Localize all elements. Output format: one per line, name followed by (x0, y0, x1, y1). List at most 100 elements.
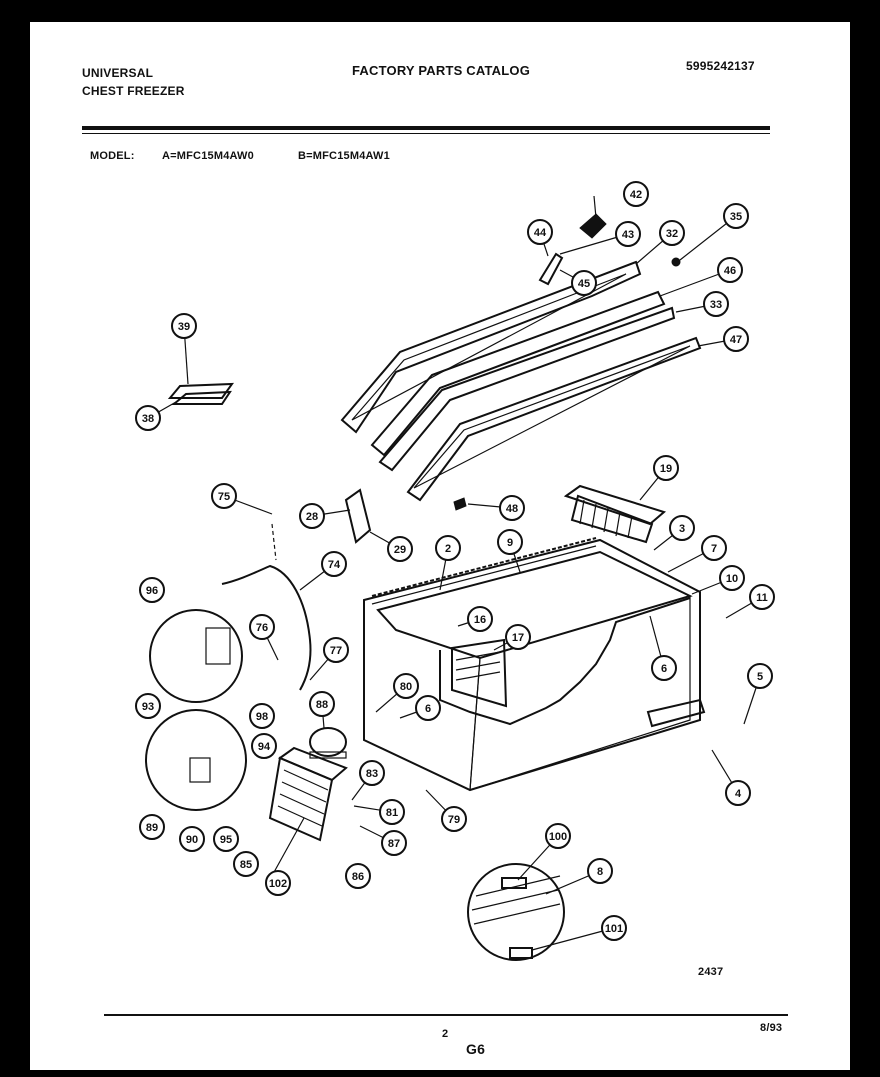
callout-circle (139, 577, 165, 603)
callout-number: 9 (507, 537, 513, 549)
callout-16: 16 (467, 606, 493, 632)
callout-number: 86 (352, 871, 364, 883)
callout-circle (359, 760, 385, 786)
detail-circle-wiring (149, 609, 243, 703)
lid-frame (340, 260, 642, 434)
callout-circle (749, 584, 775, 610)
callout-number: 29 (394, 544, 406, 556)
callout-number: 95 (220, 834, 232, 846)
callout-circle (615, 221, 641, 247)
callout-47: 47 (723, 326, 749, 352)
callout-circle (505, 624, 531, 650)
brand-line-1: UNIVERSAL (82, 66, 154, 80)
callout-96: 96 (139, 577, 165, 603)
callout-number: 100 (549, 831, 567, 843)
callout-number: 79 (448, 814, 460, 826)
callout-number: 89 (146, 822, 158, 834)
callout-74: 74 (321, 551, 347, 577)
catalog-title: FACTORY PARTS CATALOG (352, 63, 531, 78)
callout-number: 44 (534, 227, 547, 239)
callout-number: 8 (597, 866, 603, 878)
callout-circle (213, 826, 239, 852)
callout-number: 94 (258, 741, 271, 753)
detail-circle-drain (467, 863, 565, 961)
hinge-parts (453, 213, 681, 511)
callout-32: 32 (659, 220, 685, 246)
model-a: A=MFC15M4AW0 (162, 150, 254, 162)
callout-number: 90 (186, 834, 198, 846)
callout-circle (545, 823, 571, 849)
callout-3: 3 (669, 515, 695, 541)
callout-number: 101 (605, 923, 623, 935)
callout-48: 48 (499, 495, 525, 521)
callout-circle (725, 780, 751, 806)
callout-circle (669, 515, 695, 541)
callout-circle (659, 220, 685, 246)
callout-number: 47 (730, 334, 742, 346)
callout-circle (379, 799, 405, 825)
callout-circle (435, 535, 461, 561)
lid-gasket (406, 336, 702, 502)
callout-circle (703, 291, 729, 317)
callout-28: 28 (299, 503, 325, 529)
callout-circle (601, 915, 627, 941)
callout-43: 43 (615, 221, 641, 247)
callout-number: 6 (425, 703, 431, 715)
callout-number: 39 (178, 321, 190, 333)
callout-6: 6 (415, 695, 441, 721)
callout-number: 98 (256, 711, 268, 723)
compressor (309, 727, 347, 759)
diagram-code: 2437 (698, 966, 724, 978)
callout-circle (135, 693, 161, 719)
callout-45: 45 (571, 270, 597, 296)
callout-number: 11 (756, 592, 768, 604)
callout-number: 102 (269, 878, 287, 890)
callout-number: 33 (710, 299, 722, 311)
callout-44: 44 (527, 219, 553, 245)
callout-19: 19 (653, 455, 679, 481)
cabinet (363, 537, 701, 792)
callout-circle (299, 503, 325, 529)
callout-number: 16 (474, 614, 486, 626)
callout-circle (415, 695, 441, 721)
callout-46: 46 (717, 257, 743, 283)
footer-rule (104, 1014, 788, 1016)
callout-circle (139, 814, 165, 840)
catalog-number: 5995242137 (686, 59, 755, 73)
callout-100: 100 (545, 823, 571, 849)
header-rule (82, 126, 770, 130)
callout-83: 83 (359, 760, 385, 786)
callout-circle (747, 663, 773, 689)
callout-5: 5 (747, 663, 773, 689)
callout-77: 77 (323, 637, 349, 663)
condenser (268, 746, 348, 842)
control-bracket (344, 488, 706, 728)
callout-circle (717, 257, 743, 283)
callout-number: 46 (724, 265, 736, 277)
callout-circle (265, 870, 291, 896)
callout-87: 87 (381, 830, 407, 856)
callout-number: 75 (218, 491, 230, 503)
callout-101: 101 (601, 915, 627, 941)
callout-circle (527, 219, 553, 245)
callout-9: 9 (497, 529, 523, 555)
callout-number: 10 (726, 573, 738, 585)
callout-42: 42 (623, 181, 649, 207)
callout-number: 48 (506, 503, 518, 515)
callout-86: 86 (345, 863, 371, 889)
callout-circle (135, 405, 161, 431)
callout-number: 28 (306, 511, 318, 523)
callout-circle (653, 455, 679, 481)
section-code: G6 (466, 1041, 486, 1057)
callout-number: 42 (630, 189, 642, 201)
callout-number: 6 (661, 663, 667, 675)
callout-94: 94 (251, 733, 277, 759)
callout-98: 98 (249, 703, 275, 729)
basket (563, 484, 667, 544)
callout-circle (179, 826, 205, 852)
callout-90: 90 (179, 826, 205, 852)
revision-date: 8/93 (760, 1022, 783, 1034)
callout-number: 80 (400, 681, 412, 693)
callout-number: 38 (142, 413, 154, 425)
